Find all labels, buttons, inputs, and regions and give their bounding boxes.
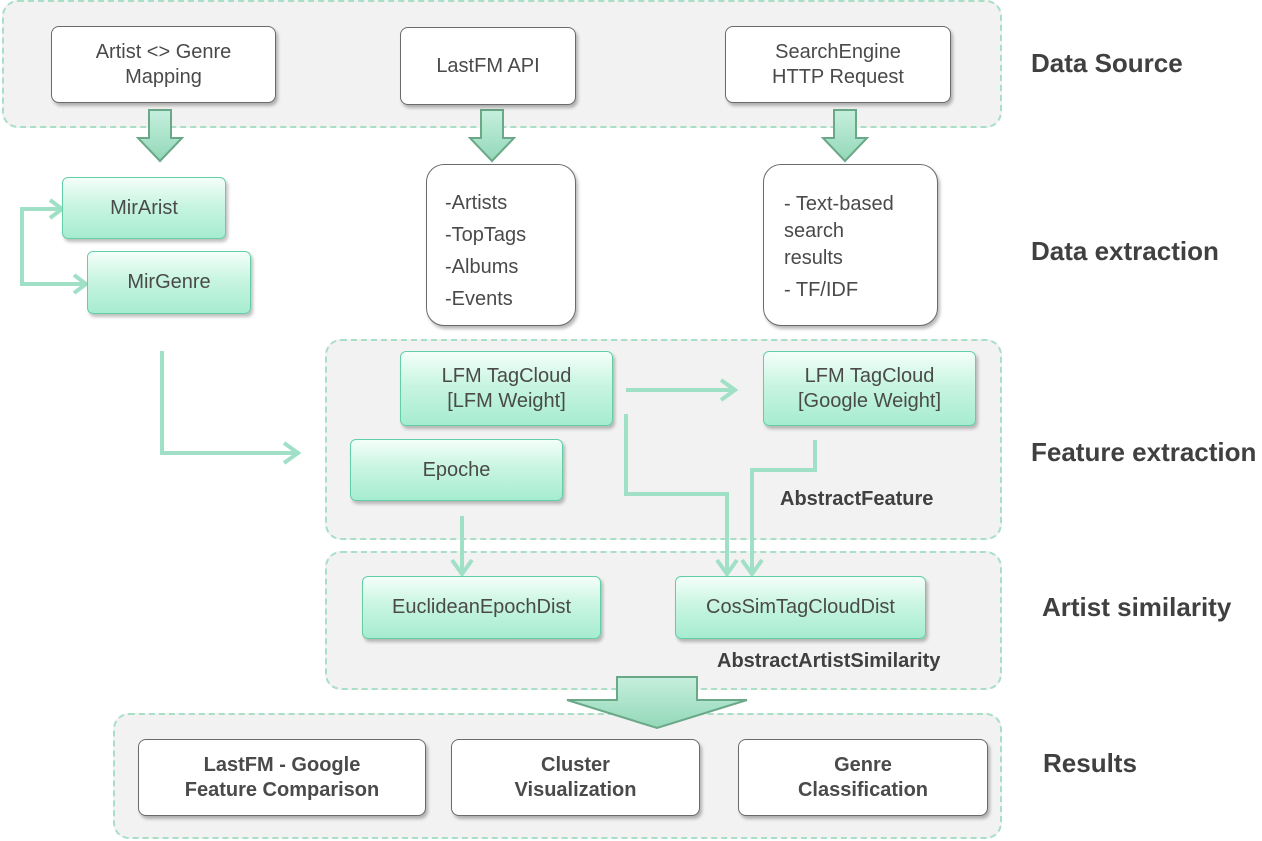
lastfm-api-label: LastFM API [436, 54, 540, 77]
cossim-label: CosSimTagCloudDist [706, 596, 895, 618]
mir-genre-box: MirGenre [87, 251, 251, 314]
cluster-line-1: Cluster [541, 753, 610, 776]
google-tagcloud-box: LFM TagCloud [Google Weight] [763, 351, 976, 426]
mir-artist-box: MirArist [62, 177, 226, 239]
search-item: results [784, 247, 843, 269]
google-tagcloud-line-2: [Google Weight] [797, 389, 942, 412]
abstract-feature-label: AbstractFeature [780, 488, 934, 510]
search-item: - Text-based [784, 193, 894, 215]
artist-genre-line-1: Artist <> Genre [95, 40, 232, 63]
lastfm-item: -Events [445, 288, 513, 310]
section-label-data-extraction: Data extraction [1031, 236, 1219, 266]
cluster-visualization-box: Cluster Visualization [451, 739, 700, 816]
section-label-feature-extraction: Feature extraction [1031, 437, 1257, 467]
mir-bracket-arrowhead-bottom [72, 273, 90, 295]
cluster-line-2: Visualization [514, 778, 637, 801]
feature-comparison-line-1: LastFM - Google [203, 753, 361, 776]
genre-line-2: Classification [797, 778, 929, 801]
mir-bracket-arrowhead-top [48, 198, 66, 220]
euclidean-label: EuclideanEpochDist [392, 596, 571, 618]
section-label-results: Results [1043, 748, 1137, 778]
search-item: search [784, 220, 845, 242]
lfm-tagcloud-line-1: LFM TagCloud [441, 364, 572, 387]
artist-genre-line-2: Mapping [125, 65, 202, 88]
feature-comparison-line-2: Feature Comparison [184, 778, 380, 801]
genre-classification-box: Genre Classification [738, 739, 988, 816]
epoche-box: Epoche [350, 439, 563, 501]
search-engine-box: SearchEngine HTTP Request [725, 26, 951, 103]
search-engine-line-1: SearchEngine [775, 40, 901, 63]
epoche-label: Epoche [422, 458, 491, 481]
elbow-arrowhead [282, 441, 302, 465]
abstract-artist-similarity-label: AbstractArtistSimilarity [717, 650, 941, 672]
lastfm-item: -Artists [445, 192, 508, 214]
mir-artist-label: MirArist [110, 196, 178, 219]
lfm-tagcloud-line-2: [LFM Weight] [447, 389, 566, 412]
search-engine-line-2: HTTP Request [772, 65, 904, 88]
cossim-tagcloud-dist-box: CosSimTagCloudDist [675, 576, 926, 639]
lfm-tagcloud-box: LFM TagCloud [LFM Weight] [400, 351, 613, 426]
genre-line-1: Genre [834, 753, 892, 776]
elbow-connector [160, 351, 298, 455]
google-tagcloud-line-1: LFM TagCloud [804, 364, 935, 387]
section-label-data-source: Data Source [1031, 48, 1183, 78]
lastfm-api-box: LastFM API [400, 27, 576, 105]
mir-genre-label: MirGenre [127, 271, 211, 293]
lastfm-item: -TopTags [445, 224, 527, 246]
feature-comparison-box: LastFM - Google Feature Comparison [138, 739, 426, 816]
lastfm-items-box: -Artists -TopTags -Albums -Events [426, 164, 576, 326]
section-label-artist-similarity: Artist similarity [1042, 592, 1232, 622]
search-results-box: - Text-based search results - TF/IDF [763, 164, 938, 326]
search-item: - TF/IDF [784, 279, 859, 301]
artist-genre-mapping-box: Artist <> Genre Mapping [51, 26, 276, 103]
lastfm-item: -Albums [445, 256, 519, 278]
euclidean-epoch-dist-box: EuclideanEpochDist [362, 576, 601, 639]
